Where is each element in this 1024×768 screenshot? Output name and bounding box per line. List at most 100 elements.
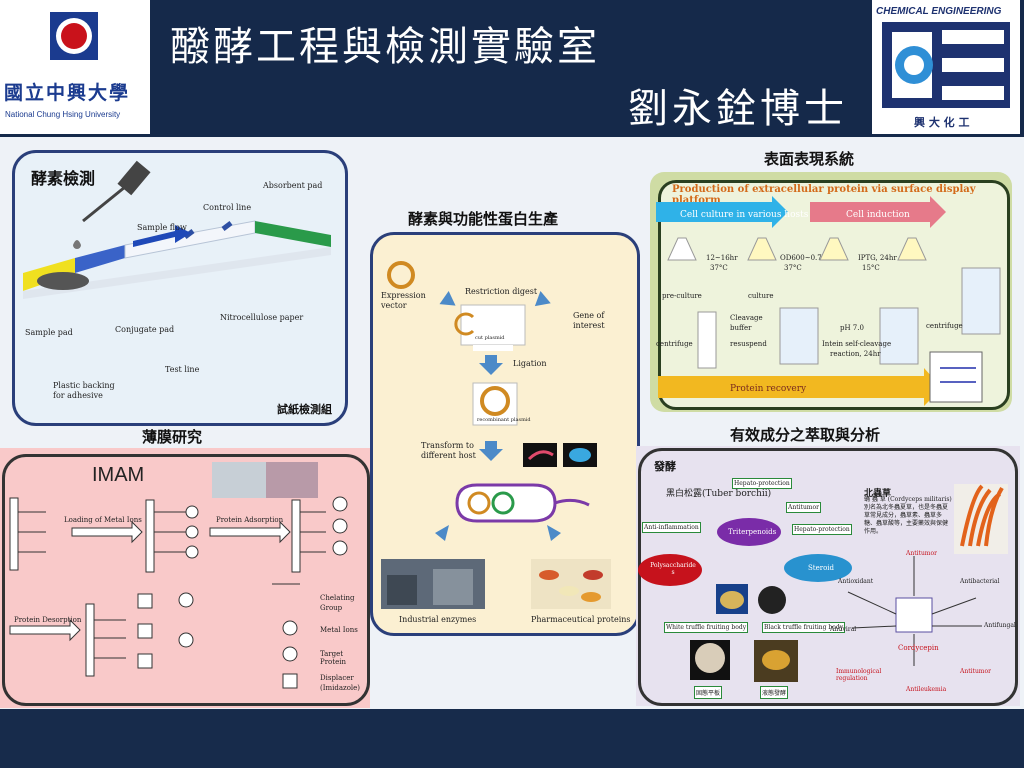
node-antifungal: Antifungal	[984, 622, 1016, 629]
label-intein: Intein self-cleavage	[822, 340, 892, 348]
label-iptg: IPTG, 24hr	[858, 254, 897, 262]
node-triterpenoids: Triterpenoids	[728, 528, 777, 536]
membrane-subtitle: IMAM	[92, 464, 145, 486]
surface-display-title: 表面表現系統	[764, 150, 855, 168]
node-white-truffle: White truffle fruiting body	[664, 622, 749, 633]
surface-display-panel: Production of extracellular protein via …	[650, 172, 1012, 412]
membrane-panel: IMAM Loading	[0, 448, 370, 708]
label-protein-adsorption: Protein Adsorption	[216, 516, 284, 524]
page-title: 醱酵工程與檢測實驗室	[170, 24, 600, 70]
label-ligation: Ligation	[513, 359, 547, 368]
label-15c: 15°C	[862, 264, 880, 272]
node-hepato-protection-a: Hepato-protection	[732, 478, 792, 489]
node-steroid: Steroid	[808, 564, 835, 572]
label-nitrocellulose-paper: Nitrocellulose paper	[220, 313, 304, 322]
label-gene-of: Gene of	[573, 311, 605, 320]
label-pre-culture: pre-culture	[662, 292, 702, 300]
extraction-subtitle: 發酵	[654, 460, 676, 473]
source-cordyceps: 北蟲草	[864, 489, 892, 499]
label-test-line: Test line	[165, 365, 200, 374]
enzyme-detection-title: 酵素檢測	[31, 169, 96, 188]
node-antitumor-b: Antitumor	[960, 668, 991, 675]
label-cut-plasmid: cut plasmid	[475, 335, 505, 341]
arrow-cell-induction: Cell induction	[846, 210, 910, 220]
node-antiviral: Antiviral	[830, 626, 857, 633]
node-black-truffle: Black truffle fruiting body	[762, 622, 846, 633]
label-reaction-24hr: reaction, 24hr	[830, 350, 881, 358]
node-antioxidant: Antioxidant	[838, 578, 874, 585]
arrow-cell-culture: Cell culture in various hosts	[680, 210, 809, 220]
label-expression: Expression	[381, 291, 426, 300]
label-culture: culture	[748, 292, 774, 300]
label-sample-pad: Sample pad	[25, 328, 73, 337]
cordyceps-description: 蛹 蟲 草 (Cordyceps militaris) 別名為北冬蟲夏草，也是冬…	[864, 496, 952, 535]
department-logo-top: CHEMICAL ENGINEERING	[876, 6, 1002, 17]
extraction-title: 有效成分之萃取與分析	[730, 426, 881, 444]
university-emblem-icon	[50, 12, 98, 60]
label-transform-to: Transform to	[421, 441, 474, 450]
label-industrial-enzymes: Industrial enzymes	[399, 615, 477, 624]
label-ph: pH 7.0	[840, 324, 864, 332]
label-sample-flow: Sample flow	[137, 223, 187, 232]
label-for-adhesive: for adhesive	[53, 391, 103, 400]
imam-diagram	[9, 462, 348, 689]
arrow-protein-recovery: Protein recovery	[730, 384, 807, 394]
label-chelating: Chelating	[320, 594, 355, 602]
surface-display-diagram	[656, 196, 1001, 406]
university-name: 國立中興大學	[4, 82, 131, 104]
label-protein-desorption: Protein Desorption	[14, 616, 82, 624]
label-loading-metal-ions: Loading of Metal Ions	[64, 516, 142, 524]
label-restriction-digest: Restriction digest	[465, 287, 538, 296]
label-od600: OD600~0.7	[780, 254, 822, 262]
label-group: Group	[320, 604, 343, 612]
label-absorbent-pad: Absorbent pad	[263, 181, 323, 190]
node-antileukemia: Antileukemia	[906, 686, 947, 693]
label-liquid-fermentation: 液態發酵	[760, 686, 789, 699]
label-control-line: Control line	[203, 203, 252, 212]
extraction-panel: 發酵 黑白松露(Tuber borchii) 北蟲草 蛹 蟲 草 (Cordyc…	[636, 446, 1020, 706]
production-diagram	[381, 261, 611, 609]
source-truffle: 黑白松露(Tuber borchii)	[666, 489, 772, 499]
node-hepato-protection-b: Hepato-protection	[792, 524, 852, 535]
node-immunological-regulation: Immunological regulation	[836, 668, 882, 682]
label-centrifuge-a: centrifuge	[656, 340, 693, 348]
node-antitumor-c: Antitumor	[906, 550, 937, 557]
node-cordycepin: Cordycepin	[898, 644, 939, 652]
enzyme-production-panel: Expression vector Restriction digest Gen…	[370, 232, 640, 636]
department-logo: CHEMICAL ENGINEERING 興 大 化 工	[872, 0, 1020, 134]
label-different-host: different host	[421, 451, 476, 460]
label-37c-b: 37°C	[784, 264, 802, 272]
label-37c-a: 37°C	[710, 264, 728, 272]
author-name: 劉永銓博士	[628, 86, 848, 132]
label-displacer: Displacer	[320, 674, 354, 682]
test-strip-diagram	[23, 160, 331, 299]
label-conjugate-pad: Conjugate pad	[115, 325, 175, 334]
membrane-title: 薄膜研究	[142, 428, 203, 446]
label-plastic-backing: Plastic backing	[53, 381, 115, 390]
university-name-en: National Chung Hsing University	[5, 110, 121, 119]
extraction-diagram	[638, 484, 1008, 682]
enzyme-detection-footer: 試紙檢測組	[277, 403, 332, 416]
header-bar	[0, 0, 1024, 137]
label-resuspend: resuspend	[730, 340, 767, 348]
label-cleavage: Cleavage	[730, 314, 763, 322]
label-centrifuge-b: centrifuge	[926, 322, 963, 330]
node-antitumor-a: Antitumor	[786, 502, 821, 513]
ce-logo-icon	[882, 22, 1010, 108]
label-imidazole: (Imidazole)	[320, 684, 361, 692]
label-target-protein: Target Protein	[320, 650, 346, 666]
node-antibacterial: Antibacterial	[960, 578, 1000, 585]
university-logo: 國立中興大學 National Chung Hsing University	[0, 0, 150, 134]
label-solid-plate: 固態平板	[694, 686, 723, 699]
label-vector: vector	[381, 301, 407, 310]
enzyme-production-title: 酵素與功能性蛋白生產	[408, 210, 559, 228]
label-pharmaceutical-proteins: Pharmaceutical proteins	[531, 615, 631, 624]
node-polysaccharides: Polysaccharide s	[650, 562, 696, 576]
label-interest: interest	[573, 321, 605, 330]
label-12-16hr: 12~16hr	[706, 254, 738, 262]
enzyme-detection-panel: 酵素檢測 Absorbent pad Control line Sample f…	[12, 150, 348, 426]
node-anti-inflammation: Anti-inflammation	[642, 522, 701, 533]
footer-bar	[0, 709, 1024, 768]
department-logo-bottom: 興 大 化 工	[914, 116, 970, 129]
label-metal-ions: Metal Ions	[320, 626, 358, 634]
